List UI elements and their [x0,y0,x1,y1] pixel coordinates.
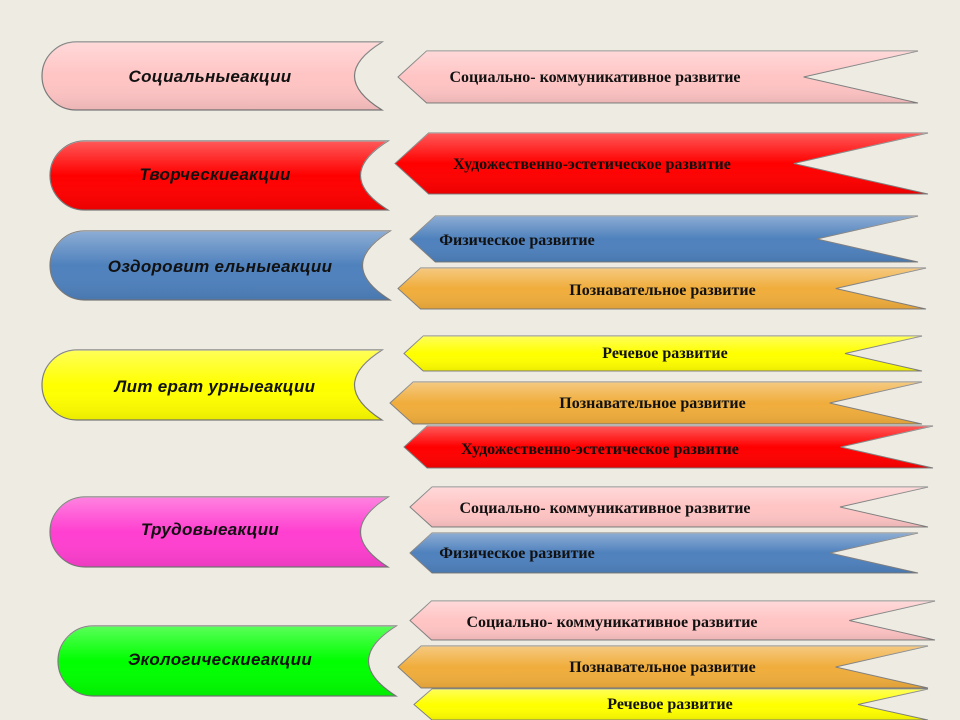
ribbon-label-cognitive: Познавательное развитие [559,395,746,412]
category-label-literary: Лит ерат урные акции [114,376,316,396]
ribbon-physical [409,215,919,263]
ribbon-cognitive [389,381,923,425]
category-label-ecological: Экологические акции [127,649,313,669]
ribbon-label-speech: Речевое развитие [607,696,733,713]
category-banner-creative [49,140,391,211]
ribbon-speech [413,688,929,720]
category-label-social: Социальные акции [128,66,292,86]
ribbon-label-artistic: Художественно-эстетическое развитие [453,156,731,173]
ribbon-label-artistic: Художественно-эстетическое развитие [461,441,739,458]
ribbon-social-communicative [409,600,936,641]
category-banner-literary [41,349,385,421]
ribbon-label-social-communicative: Социально- коммуникативное развитие [466,614,758,631]
ribbon-speech [403,335,923,372]
category-banner-health [49,230,393,301]
ribbon-label-social-communicative: Социально- коммуникативное развитие [449,69,741,86]
category-banner-labor [49,496,391,568]
ribbon-cognitive [397,267,927,310]
ribbon-social-communicative [409,486,929,528]
ribbon-social-communicative [397,50,919,104]
category-label-creative: Творческие акции [139,164,291,184]
ribbon-label-social-communicative: Социально- коммуникативное развитие [459,500,751,517]
ribbon-label-cognitive: Познавательное развитие [569,282,756,299]
category-banner-ecological [57,625,399,697]
category-label-health: Оздоровит ельные акции [107,256,333,276]
ribbon-label-speech: Речевое развитие [602,345,728,362]
ribbon-label-physical: Физическое развитие [439,232,595,249]
category-banner-social [41,41,385,111]
ribbon-label-physical: Физическое развитие [439,545,595,562]
category-label-labor: Трудовые акции [140,519,280,539]
ribbon-cognitive [397,645,929,689]
ribbon-artistic [403,425,934,469]
ribbon-label-cognitive: Познавательное развитие [569,659,756,676]
ribbon-artistic [394,132,929,195]
ribbon-physical [409,532,919,574]
